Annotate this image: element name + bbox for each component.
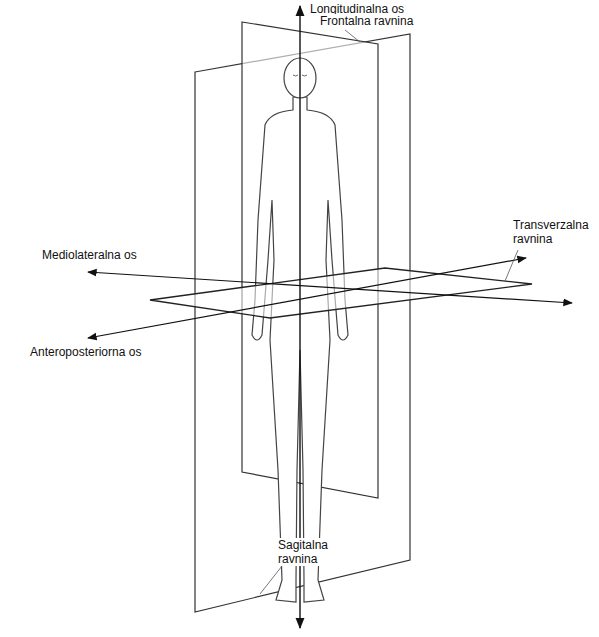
anteroposterior-axis (88, 258, 526, 338)
transverse-plane (150, 268, 532, 318)
leader-line (260, 566, 282, 594)
mediolateral-axis (88, 272, 572, 303)
plane-label: Transverzalna ravnina (511, 218, 595, 246)
plane-label: Sagitalna ravnina (276, 538, 350, 566)
longitudinal-axis (299, 6, 300, 628)
axis-label: Mediolateralna os (40, 248, 139, 262)
plane-label: Frontalna ravnina (318, 14, 415, 28)
axis-label: Anteroposteriorna os (28, 345, 143, 359)
leader-line (345, 30, 360, 42)
leader-line (505, 250, 518, 281)
